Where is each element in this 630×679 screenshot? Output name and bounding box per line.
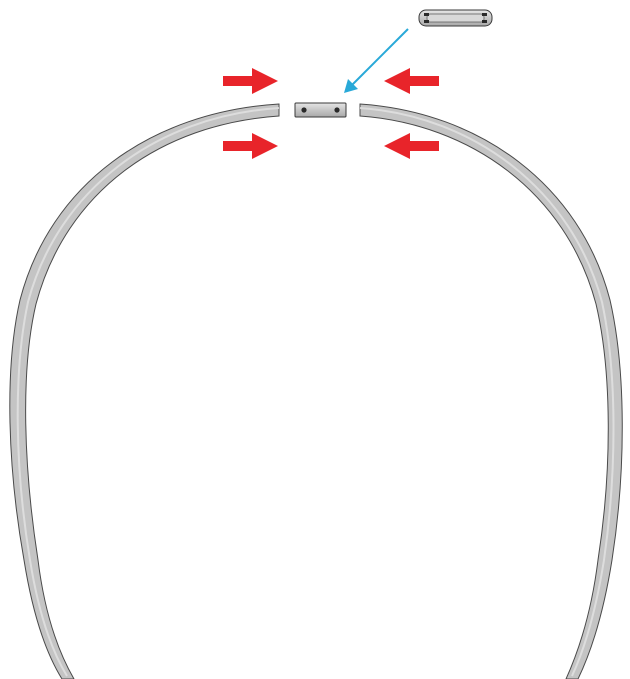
right-lower-arrow [384, 133, 439, 159]
left-upper-arrow [223, 68, 278, 94]
connector-hole-right [334, 107, 340, 113]
connector-hole-left [301, 107, 307, 113]
callout-arrow [344, 28, 409, 93]
left-band [9, 103, 280, 679]
left-lower-arrow [223, 133, 278, 159]
right-upper-arrow [384, 68, 439, 94]
connector-side-view [418, 9, 493, 27]
center-connector [294, 102, 347, 118]
right-band [359, 103, 623, 679]
